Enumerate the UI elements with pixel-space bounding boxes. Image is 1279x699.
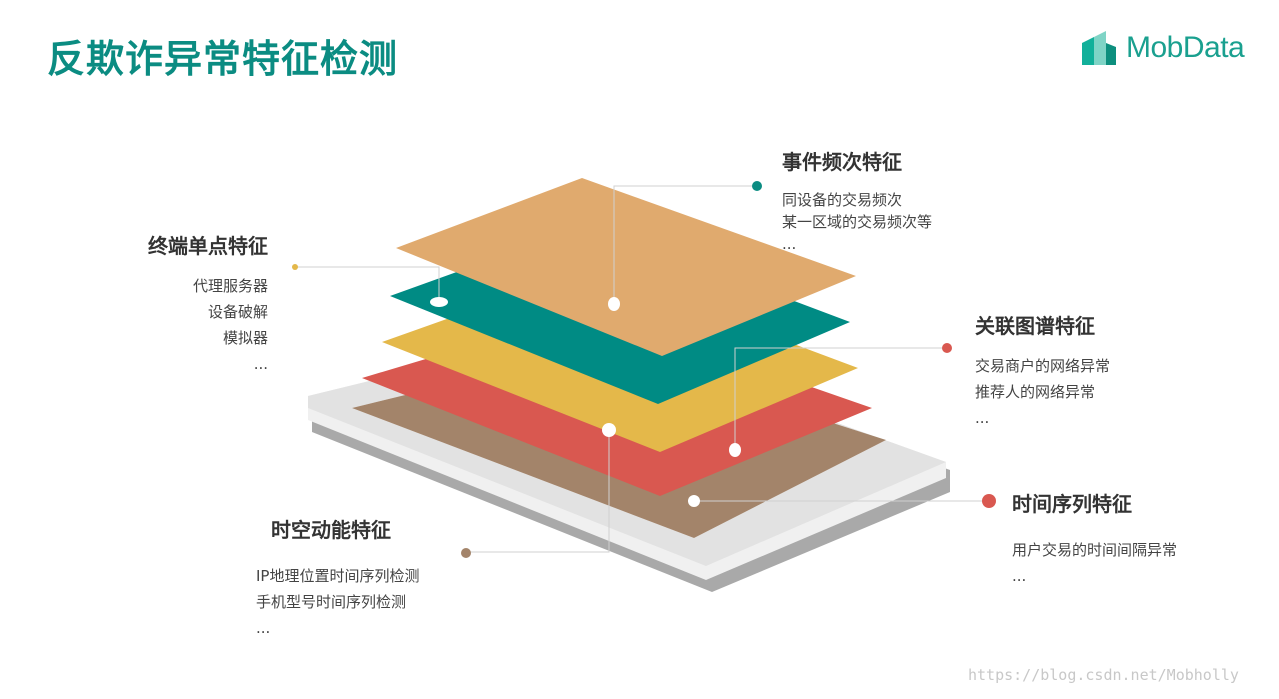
feature-item: 某一区域的交易频次等	[782, 213, 933, 231]
feature-item: ...	[1012, 567, 1027, 585]
dot-terminal	[292, 264, 298, 270]
feature-time-series: 时间序列特征 用户交易的时间间隔异常 ...	[1012, 488, 1177, 589]
feature-item: 推荐人的网络异常	[975, 383, 1096, 401]
watermark-url: https://blog.csdn.net/Mobholly	[968, 666, 1239, 684]
feature-title: 时间序列特征	[1012, 492, 1132, 516]
feature-title: 终端单点特征	[148, 234, 268, 258]
feature-item: ...	[975, 409, 990, 427]
dot-graph	[942, 343, 952, 353]
connector-lines	[296, 185, 988, 553]
dot-event-freq	[752, 181, 762, 191]
feature-item: 手机型号时间序列检测	[256, 593, 407, 611]
anchor-points	[430, 297, 741, 507]
feature-item: 交易商户的网络异常	[975, 357, 1111, 375]
feature-item: ...	[253, 355, 268, 373]
dot-time-series	[982, 494, 996, 508]
feature-item: ...	[782, 235, 797, 253]
feature-item: 设备破解	[207, 303, 268, 321]
feature-title: 关联图谱特征	[975, 314, 1095, 338]
mobdata-logo: MobData	[1080, 26, 1245, 70]
logo-text: MobData	[1126, 31, 1245, 64]
feature-title: 时空动能特征	[271, 518, 391, 542]
feature-item: IP地理位置时间序列检测	[256, 567, 420, 585]
layer-top	[396, 178, 856, 356]
logo-icon	[1082, 31, 1116, 65]
feature-item: ...	[256, 619, 271, 637]
dot-spatiotemporal	[461, 548, 471, 558]
feature-spatiotemporal: 时空动能特征 IP地理位置时间序列检测 手机型号时间序列检测 ...	[256, 514, 419, 641]
feature-terminal: 终端单点特征 代理服务器 设备破解 模拟器 ...	[100, 230, 268, 377]
feature-item: 代理服务器	[192, 277, 268, 295]
feature-event-freq: 事件频次特征 同设备的交易频次 某一区域的交易频次等 ...	[782, 146, 932, 255]
feature-item: 用户交易的时间间隔异常	[1012, 541, 1178, 559]
page-title: 反欺诈异常特征检测	[47, 37, 399, 81]
feature-title: 事件频次特征	[782, 150, 902, 174]
feature-item: 模拟器	[222, 329, 268, 347]
feature-item: 同设备的交易频次	[782, 191, 903, 209]
feature-graph: 关联图谱特征 交易商户的网络异常 推荐人的网络异常 ...	[975, 310, 1110, 431]
